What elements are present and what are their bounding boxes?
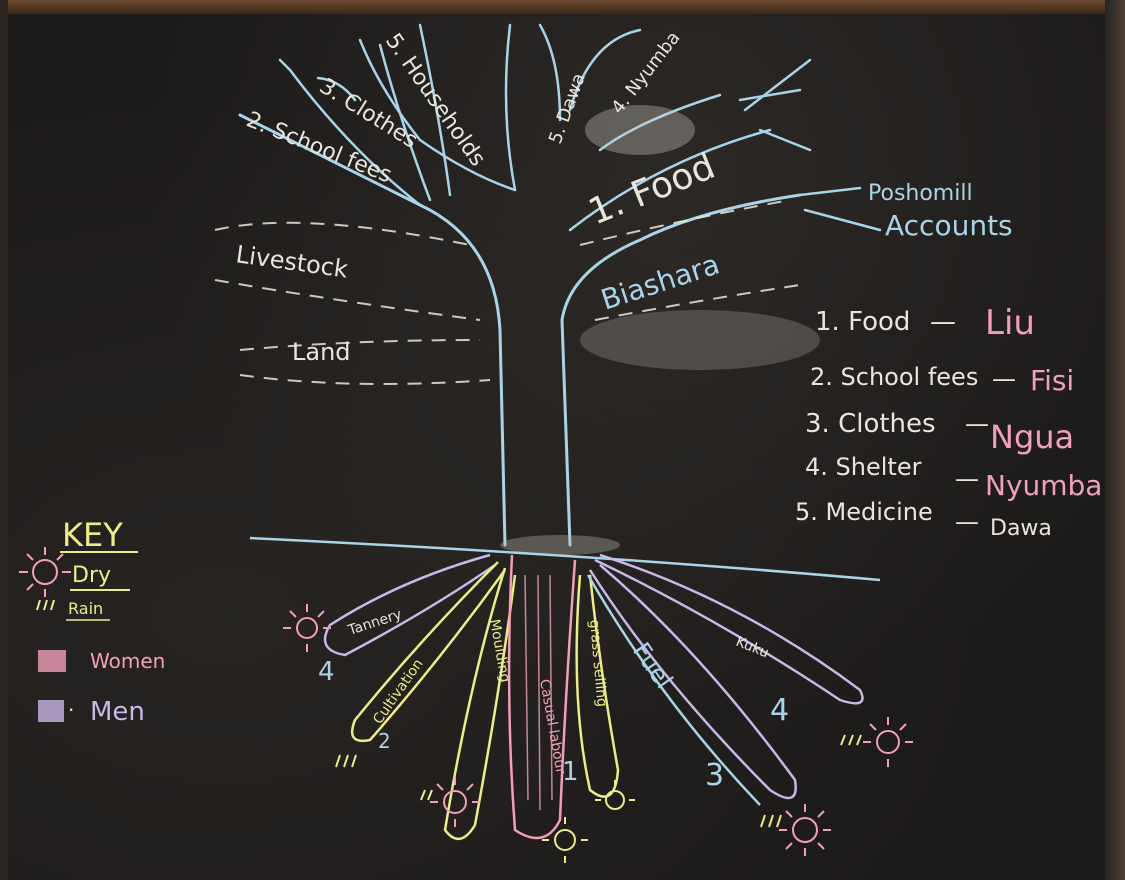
root-number-kuku: 4: [770, 693, 789, 728]
root-number-fuel: 3: [705, 758, 724, 793]
key-men-label: Men: [90, 697, 145, 727]
key-title: KEY: [62, 516, 123, 554]
needs-item-3-dash: —: [965, 410, 989, 438]
key-men-swatch: [38, 700, 64, 722]
key-women-label: Women: [90, 649, 165, 673]
branch-label-land: Land: [292, 338, 351, 366]
root-number-casual-labour: 1: [562, 757, 579, 787]
sun-icon: [863, 717, 913, 767]
needs-item-3-label: 3. Clothes: [805, 409, 936, 439]
root-label-fuel: Fuel: [627, 637, 678, 693]
root-label-grass-selling: grass selling: [586, 619, 610, 708]
needs-item-2-dash: —: [992, 365, 1016, 393]
needs-item-5-label: 5. Medicine: [795, 498, 933, 526]
needs-item-5-translation: Dawa: [990, 516, 1052, 541]
root-number-cultivation: 2: [378, 729, 391, 753]
root-kuku: [595, 555, 863, 703]
needs-item-3-translation: Ngua: [990, 418, 1074, 456]
needs-item-5-dash: —: [955, 508, 979, 536]
needs-item-4-dash: —: [955, 465, 979, 493]
rain-icon: [37, 600, 54, 610]
sun-icon: [430, 777, 480, 827]
needs-item-4-label: 4. Shelter: [805, 453, 922, 481]
sun-icon: [283, 604, 331, 652]
key-rain-label: Rain: [68, 599, 103, 618]
needs-item-2-label: 2. School fees: [810, 363, 978, 391]
branch-label-poshomill: Poshomill: [868, 181, 973, 206]
root-tannery: [325, 555, 495, 655]
needs-list: 1. Food — Liu 2. School fees — Fisi 3. C…: [795, 303, 1102, 541]
needs-item-4-translation: Nyumba: [985, 469, 1102, 502]
key-legend: KEY Dry Rain Women · Men: [19, 516, 165, 727]
needs-item-1-dash: —: [930, 307, 956, 337]
key-men-dot: ·: [68, 698, 74, 722]
branch-label-biashara: Biashara: [597, 247, 724, 316]
root-moulding: [445, 568, 515, 839]
root-label-kuku: Kuku: [734, 634, 771, 662]
sun-icon: [542, 817, 588, 863]
needs-item-1-translation: Liu: [985, 303, 1035, 343]
branch-label-livestock: Livestock: [234, 240, 350, 283]
branch-label-nyumba: 4. Nyumba: [607, 28, 684, 118]
branch-label-food: 1. Food: [583, 146, 721, 234]
sun-icon: [779, 804, 831, 856]
root-number-tannery: 4: [318, 657, 335, 687]
needs-item-2-translation: Fisi: [1030, 364, 1074, 397]
key-women-swatch: [38, 650, 66, 672]
key-dry-label: Dry: [72, 563, 111, 588]
needs-item-1-label: 1. Food: [815, 307, 910, 337]
sun-icon: [595, 780, 635, 809]
sun-icon: [19, 547, 71, 597]
rain-icon: [336, 735, 861, 827]
root-fuel: [590, 565, 796, 798]
branch-label-dawa: 5. Dawa: [545, 70, 590, 146]
branch-label-accounts: Accounts: [885, 209, 1013, 242]
